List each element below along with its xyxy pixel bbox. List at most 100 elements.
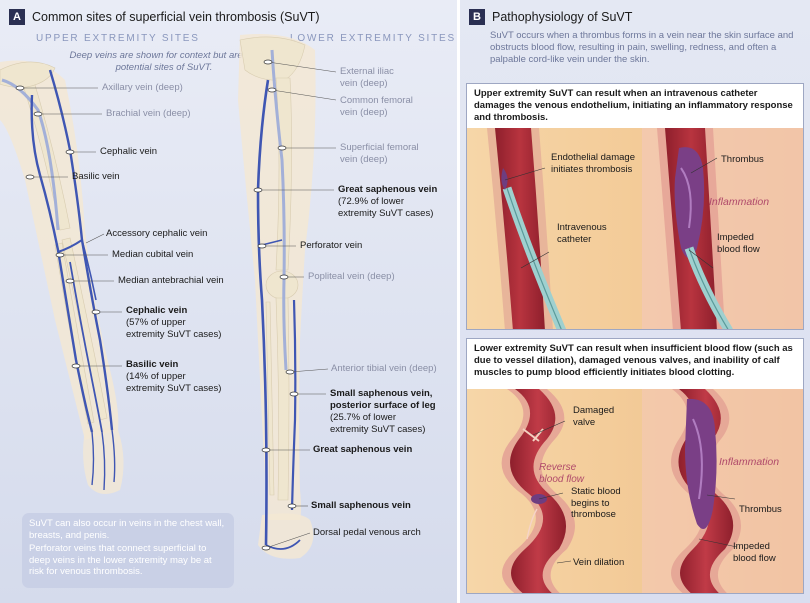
label-anterior-tibial-vein: Anterior tibial vein (deep)	[331, 363, 437, 374]
ssv-stat-title-2: posterior surface of leg	[330, 400, 436, 411]
external-iliac-line2: vein (deep)	[340, 78, 388, 89]
basilic-stat-line1: (14% of upper	[126, 371, 186, 382]
common-femoral-line1: Common femoral	[340, 95, 413, 106]
cephalic-stat-line1: (57% of upper	[126, 317, 186, 328]
perforator-vein-path	[261, 239, 283, 246]
label-thrombus-upper: Thrombus	[721, 154, 764, 165]
label-vein-dilation: Vein dilation	[573, 557, 625, 568]
median-cubital-path	[57, 239, 83, 253]
upper-extremity-mechanism: Upper extremity SuVT can result when an …	[466, 83, 804, 330]
label-median-antebrachial-vein: Median antebrachial vein	[118, 275, 224, 286]
reverse-flow-arrow	[526, 508, 538, 540]
limb-anatomy-illustration	[0, 34, 337, 559]
label-damaged-valve: Damaged valve	[573, 405, 614, 428]
cephalic-stat-line2: extremity SuVT cases)	[126, 329, 222, 340]
impeded-lower-line2: blood flow	[733, 552, 776, 564]
label-accessory-cephalic-vein: Accessory cephalic vein	[106, 228, 208, 239]
ssv-stat-line2: extremity SuVT cases)	[330, 424, 426, 435]
label-basilic-vein-stat: Basilic vein (14% of upper extremity SuV…	[126, 359, 221, 395]
endothelial-line2: initiates thrombosis	[551, 163, 633, 175]
label-small-saphenous-vein: Small saphenous vein	[311, 500, 411, 511]
lower-extremity-mechanism: Lower extremity SuVT can result when ins…	[466, 338, 804, 594]
panel-b-header: B Pathophysiology of SuVT	[469, 9, 632, 25]
thrombus-mass-upper	[674, 147, 705, 258]
label-small-saphenous-stat: Small saphenous vein, posterior surface …	[330, 388, 436, 436]
additional-sites-note: SuVT can also occur in veins in the ches…	[22, 513, 234, 588]
ssv-stat-line1: (25.7% of lower	[330, 412, 397, 423]
label-endothelial-damage: Endothelial damage initiates thrombosis	[551, 152, 635, 175]
note-line1: SuVT can also occur in veins in the ches…	[29, 518, 225, 541]
label-impeded-flow-upper: Impeded blood flow	[717, 232, 760, 255]
panel-b-letter: B	[469, 9, 485, 25]
label-inflammation-lower: Inflammation	[719, 456, 780, 468]
lower-mechanism-caption: Lower extremity SuVT can result when ins…	[474, 343, 793, 378]
median-antebrachial-path	[69, 261, 103, 433]
label-static-blood: Static blood begins to thrombose	[571, 486, 621, 521]
basilic-vein-path	[30, 94, 94, 433]
hand-veins-path	[91, 429, 116, 491]
basilic-stat-title: Basilic vein	[126, 359, 179, 370]
basilic-stat-line2: extremity SuVT cases)	[126, 383, 222, 394]
dilated-vein-lumen-left	[510, 389, 566, 593]
reverse-line1: Reverse	[539, 462, 577, 473]
static-line3: thrombose	[571, 509, 616, 520]
label-inflammation-upper: Inflammation	[709, 196, 770, 208]
external-iliac-line1: External iliac	[340, 66, 394, 77]
pathophysiology-intro: SuVT occurs when a thrombus forms in a v…	[490, 30, 794, 65]
static-line1: Static blood	[571, 486, 621, 497]
label-basilic-vein: Basilic vein	[72, 171, 120, 182]
label-axillary-vein: Axillary vein (deep)	[102, 82, 183, 93]
thrombus-mass-lower	[685, 398, 717, 529]
valve-stasis-illustration	[467, 389, 803, 593]
lower-extremity-heading: LOWER EXTREMITY SITES	[290, 33, 456, 44]
note-line2: Perforator veins that connect superficia…	[29, 543, 212, 577]
impeded-lower-line1: Impeded	[733, 541, 770, 552]
catheter-line1: Intravenous	[557, 222, 607, 233]
shoulder-bone	[0, 61, 56, 89]
gsv-stat-line1: (72.9% of lower	[338, 196, 405, 207]
impeded-upper-line1: Impeded	[717, 232, 754, 243]
label-external-iliac-vein: External iliac vein (deep)	[340, 66, 394, 90]
label-median-cubital-vein: Median cubital vein	[112, 249, 194, 260]
label-dorsal-pedal-venous-arch: Dorsal pedal venous arch	[313, 527, 421, 538]
damaged-line2: valve	[573, 416, 596, 428]
endothelial-damage-spot	[501, 168, 508, 190]
reverse-line2: blood flow	[539, 473, 585, 485]
label-thrombus-lower: Thrombus	[739, 504, 782, 515]
label-great-saphenous-stat: Great saphenous vein (72.9% of lower ext…	[338, 184, 437, 220]
label-perforator-vein: Perforator vein	[300, 240, 363, 251]
damaged-line1: Damaged	[573, 405, 615, 416]
label-impeded-flow-lower: Impeded blood flow	[733, 541, 776, 564]
label-intravenous-catheter: Intravenous catheter	[557, 222, 607, 245]
gsv-stat-line2: extremity SuVT cases)	[338, 208, 434, 219]
upper-extremity-heading: UPPER EXTREMITY SITES	[36, 33, 200, 44]
catheter-line2: catheter	[557, 233, 592, 245]
femoral-vein-path	[270, 49, 288, 371]
label-popliteal-vein: Popliteal vein (deep)	[308, 271, 395, 282]
axillary-vein-path	[1, 78, 60, 231]
upper-mechanism-caption: Upper extremity SuVT can result when an …	[474, 88, 793, 123]
panel-a-letter: A	[9, 9, 25, 25]
cephalic-stat-title: Cephalic vein	[126, 305, 188, 316]
label-superficial-femoral-vein: Superficial femoral vein (deep)	[340, 142, 419, 166]
label-brachial-vein: Brachial vein (deep)	[106, 108, 191, 119]
panel-a-header: A Common sites of superficial vein throm…	[9, 9, 320, 25]
superficial-femoral-line1: Superficial femoral	[340, 142, 419, 153]
great-saphenous-path	[256, 79, 270, 546]
small-saphenous-path	[290, 299, 297, 511]
panel-b-title: Pathophysiology of SuVT	[492, 10, 633, 24]
accessory-cephalic-path	[81, 239, 97, 301]
label-great-saphenous-vein: Great saphenous vein	[313, 444, 413, 455]
label-common-femoral-vein: Common femoral vein (deep)	[340, 95, 413, 119]
damaged-valve	[522, 428, 544, 442]
common-femoral-line2: vein (deep)	[340, 107, 388, 118]
panel-a-anatomy: A Common sites of superficial vein throm…	[0, 0, 457, 603]
gsv-stat-title: Great saphenous vein	[338, 184, 438, 195]
label-cephalic-vein: Cephalic vein	[100, 146, 158, 157]
impeded-upper-line2: blood flow	[717, 243, 760, 255]
catheter-thrombosis-illustration	[467, 128, 803, 329]
panel-a-title: Common sites of superficial vein thrombo…	[32, 10, 320, 24]
label-reverse-blood-flow: Reverse blood flow	[539, 462, 584, 485]
ssv-stat-title-1: Small saphenous vein,	[330, 388, 433, 399]
label-cephalic-vein-stat: Cephalic vein (57% of upper extremity Su…	[126, 305, 221, 341]
